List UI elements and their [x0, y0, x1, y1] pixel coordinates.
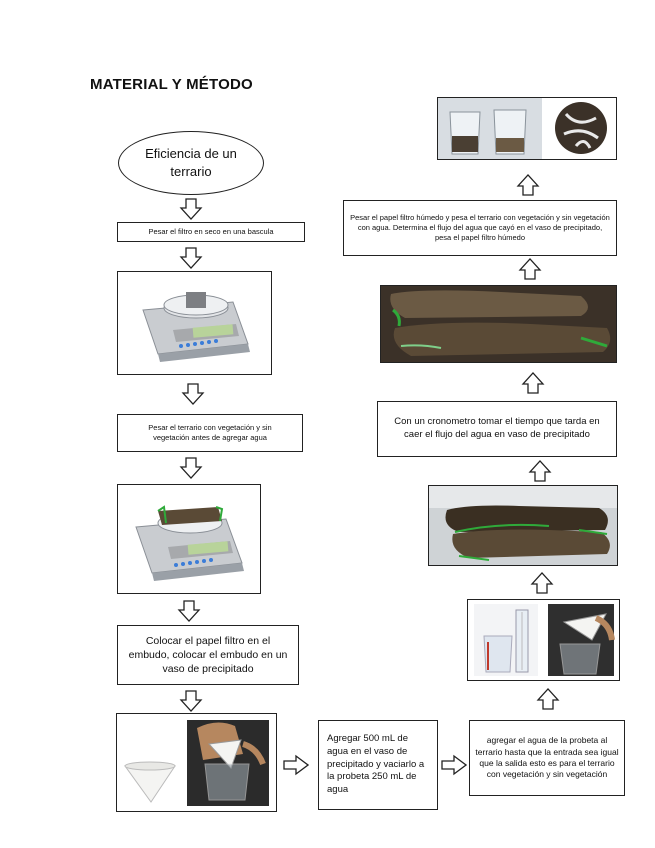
start-oval: Eficiencia de un terrario: [118, 131, 264, 195]
step-timer: Con un cronometro tomar el tiempo que ta…: [377, 401, 617, 457]
step-place-filter: Colocar el papel filtro en el embudo, co…: [117, 625, 299, 685]
start-label: Eficiencia de un terrario: [145, 146, 237, 179]
step-weigh-terrarium-text: Pesar el terrario con vegetación y sin v…: [148, 422, 272, 442]
step-add-water-text: Agregar 500 mL de agua en el vaso de pre…: [327, 732, 425, 796]
right-arrow-icon: [283, 754, 309, 776]
down-arrow-icon: [179, 198, 203, 220]
page-title: MATERIAL Y MÉTODO: [90, 76, 253, 93]
step-weigh-filter-text: Pesar el filtro en seco en una bascula: [148, 226, 274, 236]
filter-funnel-icon: [124, 720, 269, 806]
up-arrow-icon: [530, 572, 554, 594]
up-arrow-icon: [521, 372, 545, 394]
results-image: [437, 97, 617, 160]
scale-image: [117, 271, 272, 375]
step-pour-water: agregar el agua de la probeta al terrari…: [469, 720, 625, 796]
terrarium-bottle-icon: [381, 286, 616, 362]
terrarium-image-1: [428, 485, 618, 566]
down-arrow-icon: [179, 247, 203, 269]
step-timer-text: Con un cronometro tomar el tiempo que ta…: [394, 416, 600, 440]
down-arrow-icon: [177, 600, 201, 622]
step-add-water: Agregar 500 mL de agua en el vaso de pre…: [318, 720, 438, 810]
up-arrow-icon: [518, 258, 542, 280]
right-arrow-icon: [441, 754, 467, 776]
scale-soil-image: [117, 484, 261, 594]
graduated-cylinder-icon: [474, 604, 615, 676]
step-weigh-wet-text: Pesar el papel filtro húmedo y pesa el t…: [350, 212, 610, 243]
step-pour-water-text: agregar el agua de la probeta al terrari…: [475, 735, 619, 780]
up-arrow-icon: [536, 688, 560, 710]
down-arrow-icon: [179, 690, 203, 712]
scale-with-soil-icon: [135, 505, 244, 581]
step-weigh-filter: Pesar el filtro en seco en una bascula: [117, 222, 305, 242]
step-place-filter-text: Colocar el papel filtro en el embudo, co…: [128, 634, 288, 676]
up-arrow-icon: [528, 460, 552, 482]
down-arrow-icon: [179, 457, 203, 479]
down-arrow-icon: [181, 383, 205, 405]
terrarium-bottle-icon: [429, 486, 617, 565]
step-weigh-terrarium: Pesar el terrario con vegetación y sin v…: [117, 414, 303, 452]
digital-scale-icon: [142, 292, 250, 362]
terrarium-image-2: [380, 285, 617, 363]
lab-results-icon: [438, 98, 616, 159]
step-weigh-wet: Pesar el papel filtro húmedo y pesa el t…: [343, 200, 617, 256]
cylinder-image: [467, 599, 620, 681]
funnel-image: [116, 713, 277, 812]
up-arrow-icon: [516, 174, 540, 196]
